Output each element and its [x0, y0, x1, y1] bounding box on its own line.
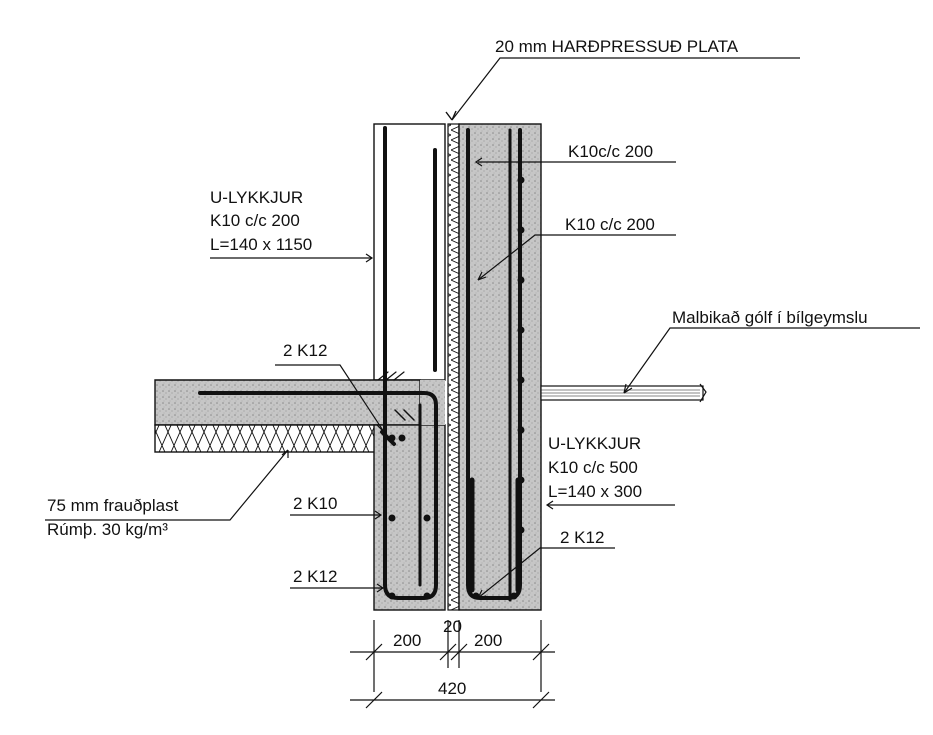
label-rebar-mid-right: K10 c/c 200: [565, 215, 655, 234]
label-ubar-left-2: K10 c/c 200: [210, 211, 300, 230]
dim-left-wall: 200: [393, 631, 421, 650]
label-ubar-left-3: L=140 x 1150: [210, 235, 312, 254]
label-ubar-right-1: U-LYKKJUR: [548, 434, 641, 453]
label-insulation-2: Rúmþ. 30 kg/m³: [47, 520, 168, 539]
hardboard-strip: [447, 123, 460, 611]
label-ubar-right-2: K10 c/c 500: [548, 458, 638, 477]
dim-right-wall: 200: [474, 631, 502, 650]
leader-lines: [45, 57, 920, 599]
label-bars-k12-left: 2 K12: [293, 567, 337, 586]
rebars-right: [466, 128, 525, 602]
label-ubar-right-3: L=140 x 300: [548, 482, 642, 501]
label-bars-k10: 2 K10: [293, 494, 337, 513]
label-insulation-1: 75 mm frauðplast: [47, 496, 179, 515]
asphalt-floor: [540, 383, 707, 403]
dim-gap: 20: [443, 617, 462, 636]
insulation-layer: [154, 424, 382, 453]
label-bars-k12-right: 2 K12: [560, 528, 604, 547]
label-floor: Malbikað gólf í bílgeymslu: [672, 308, 868, 327]
label-rebar-top-right: K10c/c 200: [568, 142, 653, 161]
label-ubar-left-1: U-LYKKJUR: [210, 188, 303, 207]
label-hardboard: 20 mm HARÐPRESSUÐ PLATA: [495, 37, 739, 56]
rebars-left: [198, 126, 438, 600]
dimension-lines: [350, 620, 555, 709]
floor-slab: [154, 379, 421, 426]
label-slab-bars: 2 K12: [283, 341, 327, 360]
dim-total: 420: [438, 679, 466, 698]
